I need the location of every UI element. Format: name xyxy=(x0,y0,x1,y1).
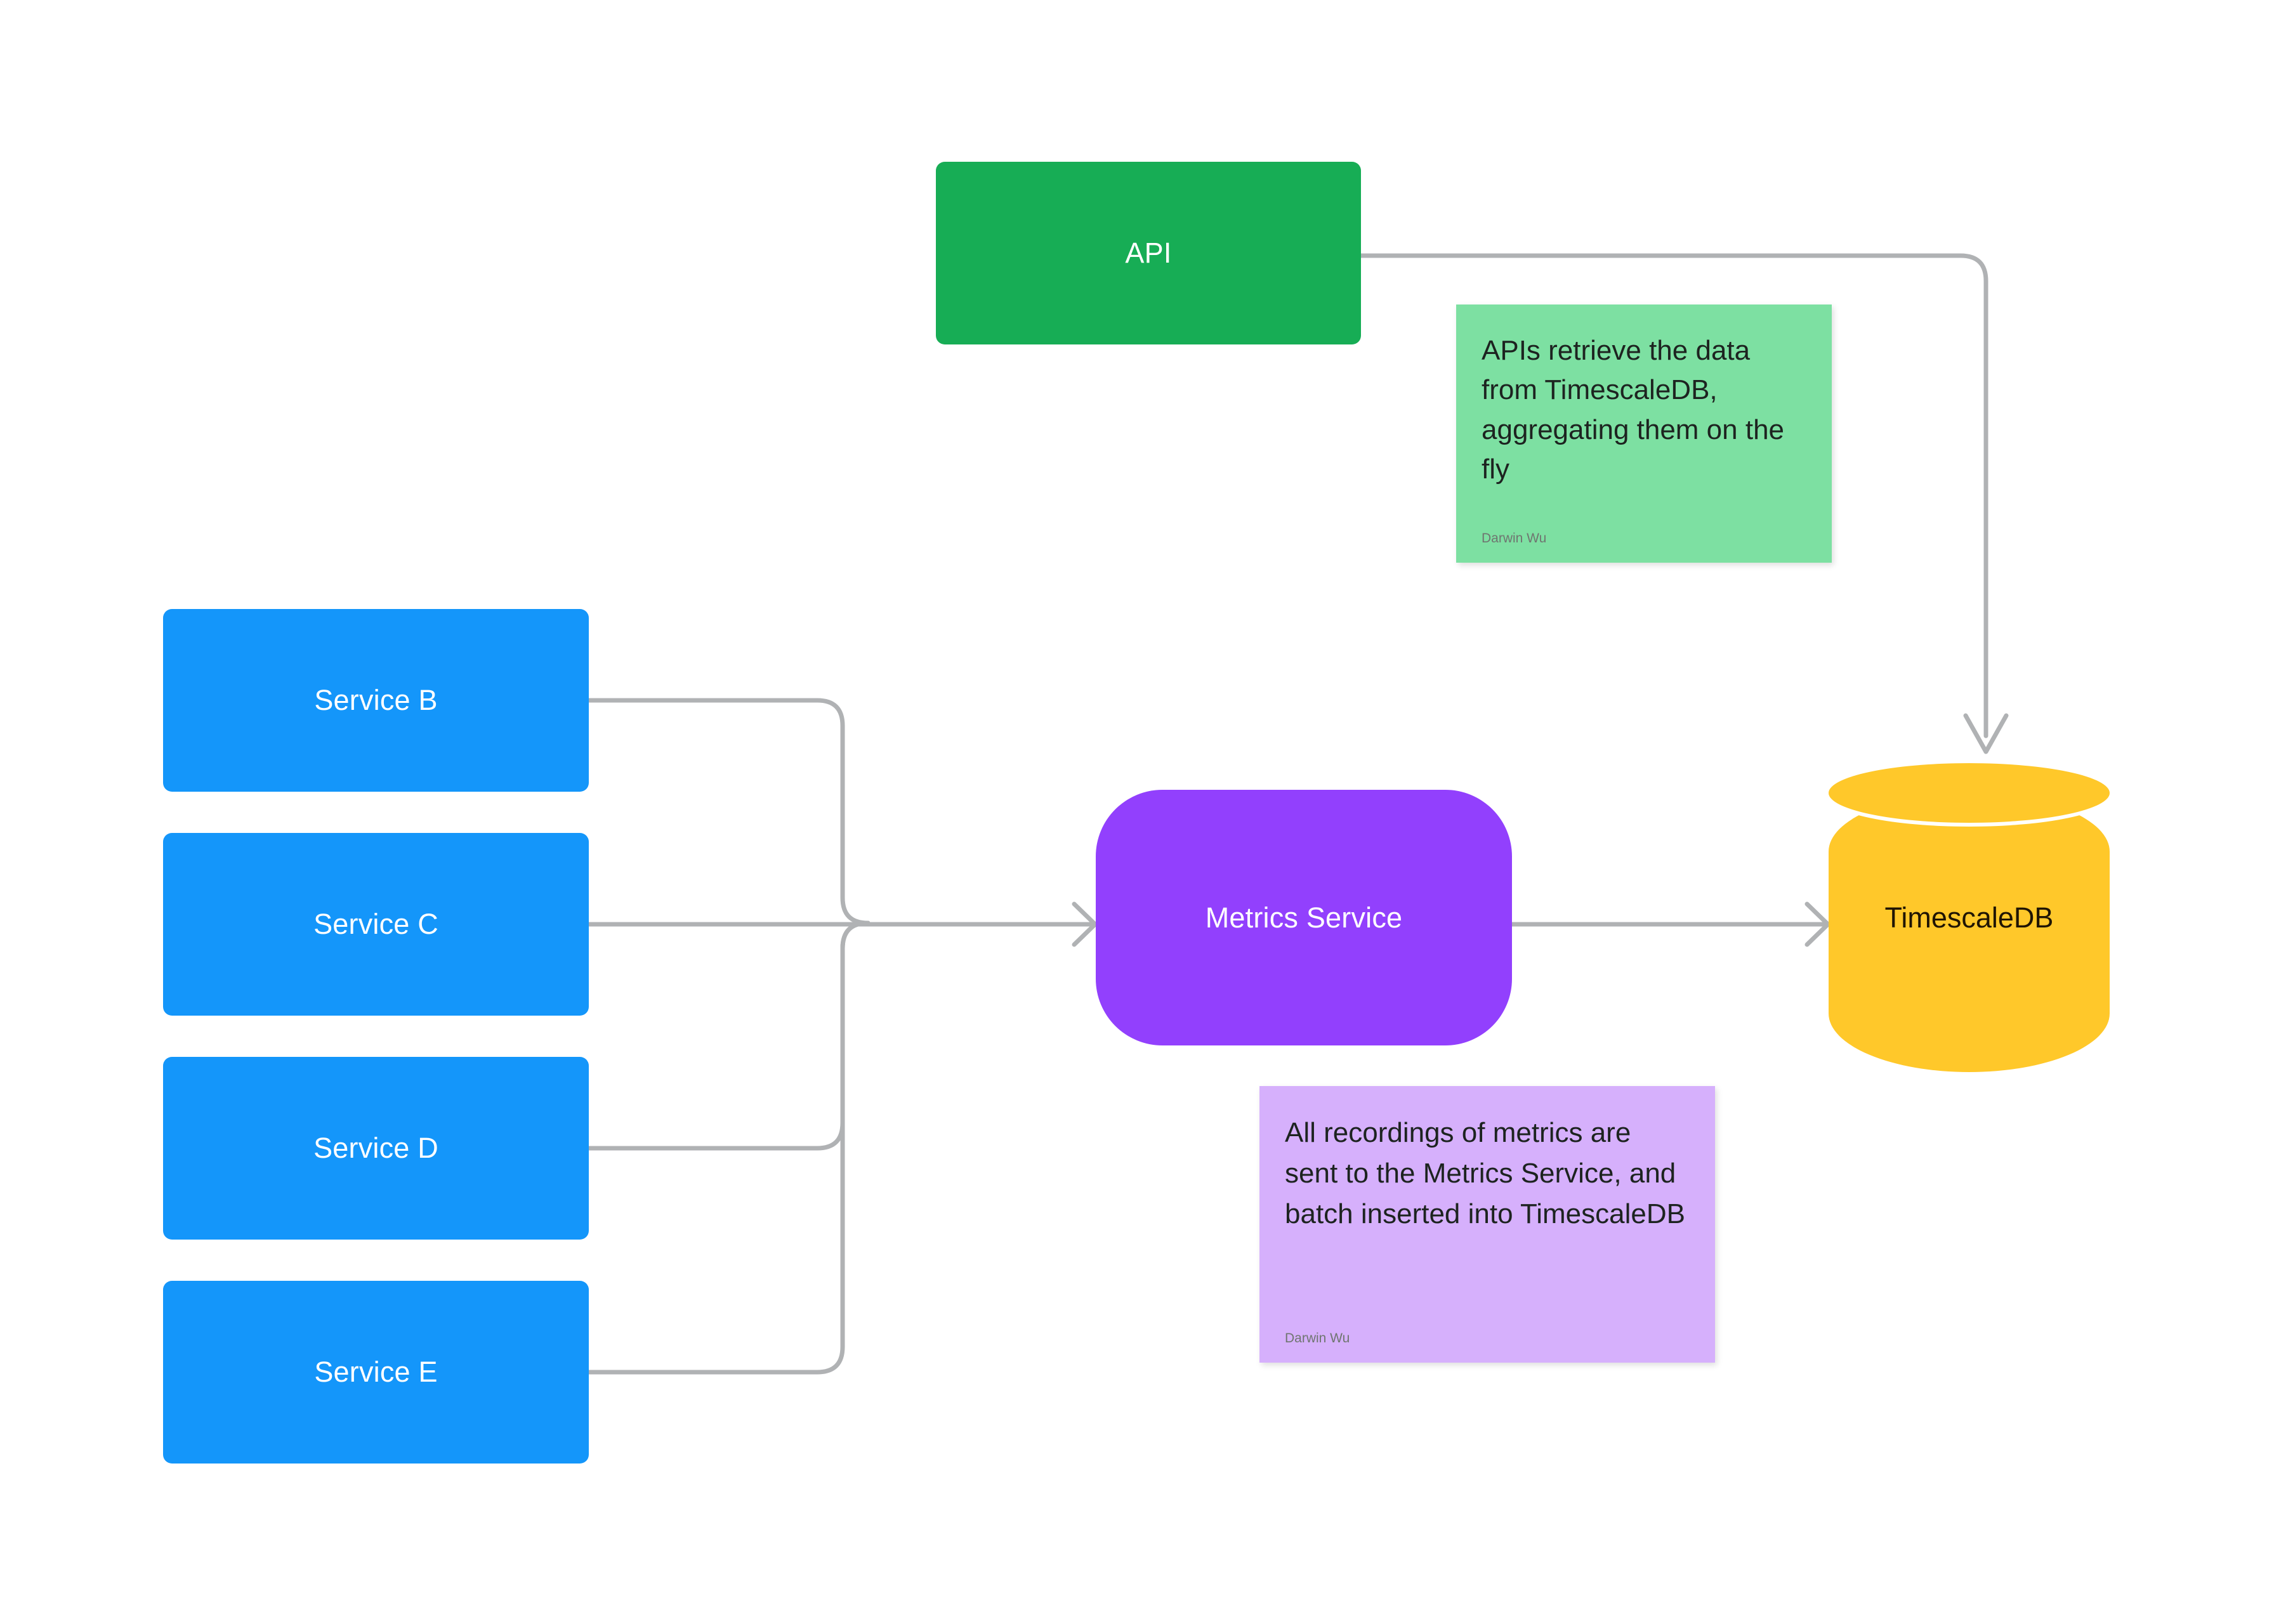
node-metrics-service-label: Metrics Service xyxy=(1205,901,1403,934)
arrowhead-api-to-timescaledb xyxy=(1963,713,2009,754)
sticky-note-metrics[interactable]: All recordings of metrics are sent to th… xyxy=(1259,1086,1715,1363)
node-api[interactable]: API xyxy=(936,162,1361,344)
cylinder-top-ellipse xyxy=(1829,763,2110,823)
node-service-b[interactable]: Service B xyxy=(163,609,589,792)
sticky-note-api[interactable]: APIs retrieve the data from TimescaleDB,… xyxy=(1456,304,1832,563)
node-metrics-service[interactable]: Metrics Service xyxy=(1096,790,1512,1045)
node-service-c[interactable]: Service C xyxy=(163,833,589,1016)
node-timescaledb-label: TimescaleDB xyxy=(1884,901,2054,934)
sticky-note-api-author: Darwin Wu xyxy=(1482,531,1547,546)
sticky-note-api-text: APIs retrieve the data from TimescaleDB,… xyxy=(1482,335,1785,485)
node-service-c-label: Service C xyxy=(313,908,438,940)
edge-service-e-to-metrics xyxy=(586,920,871,1375)
node-service-d[interactable]: Service D xyxy=(163,1057,589,1240)
node-api-label: API xyxy=(1125,237,1172,269)
sticky-note-metrics-text: All recordings of metrics are sent to th… xyxy=(1285,1117,1685,1229)
node-service-d-label: Service D xyxy=(313,1132,438,1164)
cylinder-body xyxy=(1829,793,2110,1072)
arrowhead-services-to-metrics xyxy=(1072,901,1098,947)
edge-service-b-to-metrics xyxy=(586,698,871,926)
node-timescaledb[interactable]: TimescaleDB xyxy=(1829,763,2110,1072)
node-service-b-label: Service B xyxy=(314,684,438,716)
edge-service-d-to-metrics xyxy=(586,920,871,1151)
arrowhead-metrics-to-timescaledb xyxy=(1804,901,1830,947)
sticky-note-metrics-author: Darwin Wu xyxy=(1285,1331,1350,1346)
node-service-e-label: Service E xyxy=(314,1356,438,1388)
node-service-e[interactable]: Service E xyxy=(163,1281,589,1464)
